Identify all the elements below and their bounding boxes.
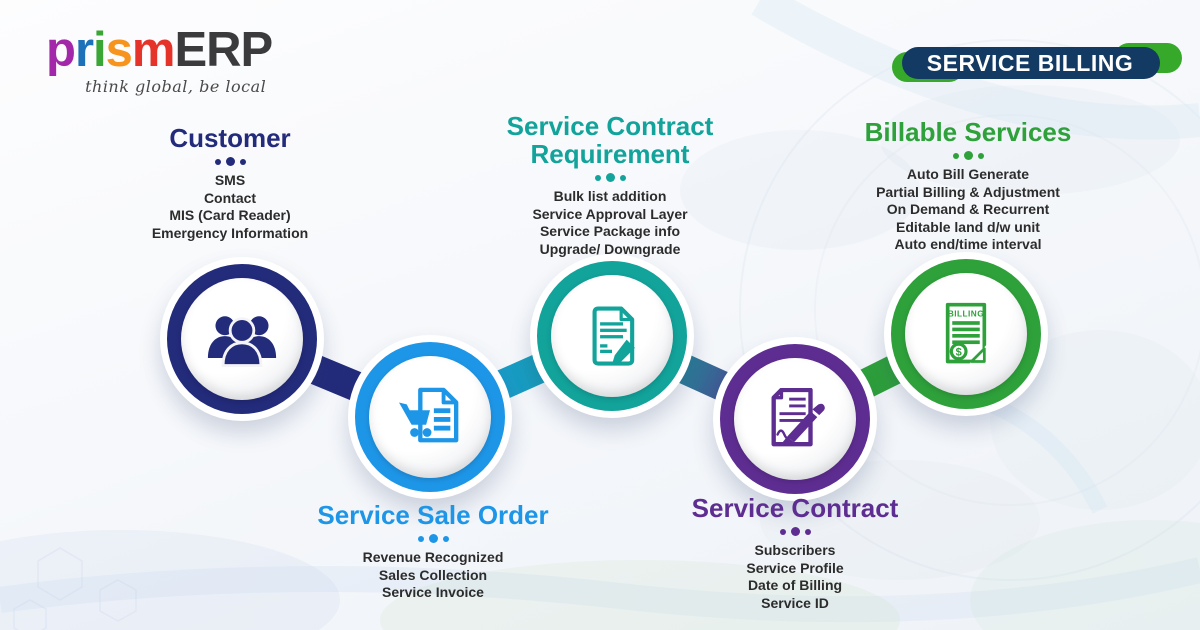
brand-logo: prismERP think global, be local [46,23,273,97]
list-item: Contact [203,189,257,206]
service-sale-order-feature-list: Revenue Recognized Sales Collection Serv… [283,549,583,602]
brand-wordmark: prismERP [46,23,273,77]
logo-letter: i [93,23,107,77]
list-item: Revenue Recognized [362,549,504,565]
users-icon [207,316,277,367]
list-item: Auto Bill Generate [906,166,1030,182]
list-item: Upgrade/ Downgrade [539,240,681,257]
dots-divider [283,534,583,543]
list-item: Auto end/time interval [894,236,1042,252]
list-item: Date of Billing [747,577,843,593]
service-contract-requirement-node-circle [530,254,694,418]
ribbon-bar [902,47,1160,79]
list-item: Service Invoice [382,584,484,600]
list-item: MIS (Card Reader) [169,207,291,223]
billable-services-section: Billable Services Auto Bill Generate Par… [818,118,1118,254]
service-billing-ribbon: SERVICE BILLING [892,43,1182,82]
contract-pen-icon [771,388,825,447]
dots-divider [90,157,370,166]
logo-letter: m [131,23,176,77]
service-sale-order-title: Service Sale Order [317,500,549,530]
dots-divider [818,151,1118,160]
list-item: On Demand & Recurrent [886,201,1050,217]
document-edit-icon [592,306,635,366]
list-item: SMS [214,172,246,188]
billable-services-node-circle: BILLING $ [884,252,1048,416]
list-item: Service Profile [746,559,844,576]
dots-divider [485,173,735,182]
list-item: Partial Billing & Adjustment [876,183,1060,200]
billable-services-title: Billable Services [864,117,1072,147]
billable-services-feature-list: Auto Bill Generate Partial Billing & Adj… [818,166,1118,254]
customer-title: Customer [169,123,291,153]
logo-suffix: ERP [174,23,273,77]
service-sale-order-section: Service Sale Order Revenue Recognized Sa… [283,501,583,602]
cart-document-icon [399,387,459,443]
ribbon-label: SERVICE BILLING [927,50,1133,76]
service-contract-section: Service Contract Subscribers Service Pro… [655,494,935,612]
list-item: Subscribers [754,542,836,558]
logo-letter: p [46,23,76,77]
billing-label: BILLING [948,310,984,319]
list-item: Service Package info [539,223,681,239]
customer-feature-list: SMS Contact MIS (Card Reader) Emergency … [90,172,370,242]
service-contract-node-circle [713,337,877,501]
customer-node-circle [160,257,324,421]
list-item: Service Approval Layer [532,205,688,222]
service-sale-order-node-circle [348,335,512,499]
service-contract-requirement-feature-list: Bulk list addition Service Approval Laye… [485,188,735,258]
list-item: Emergency Information [151,224,309,241]
service-contract-feature-list: Subscribers Service Profile Date of Bill… [655,542,935,612]
billing-invoice-icon: BILLING $ [945,302,988,364]
logo-letter: s [105,23,133,77]
dollar-glyph: $ [956,347,962,359]
brand-tagline: think global, be local [85,77,267,96]
service-contract-requirement-section: Service Contract Requirement Bulk list a… [485,112,735,258]
list-item: Sales Collection [378,566,488,583]
list-item: Service ID [761,594,829,611]
list-item: Bulk list addition [553,188,667,204]
dots-divider [655,527,935,536]
service-contract-title: Service Contract [691,493,899,523]
customer-section: Customer SMS Contact MIS (Card Reader) E… [90,124,370,242]
list-item: Editable land d/w unit [896,218,1040,235]
logo-letter: r [74,23,94,77]
service-contract-requirement-title: Service Contract Requirement [506,111,714,169]
